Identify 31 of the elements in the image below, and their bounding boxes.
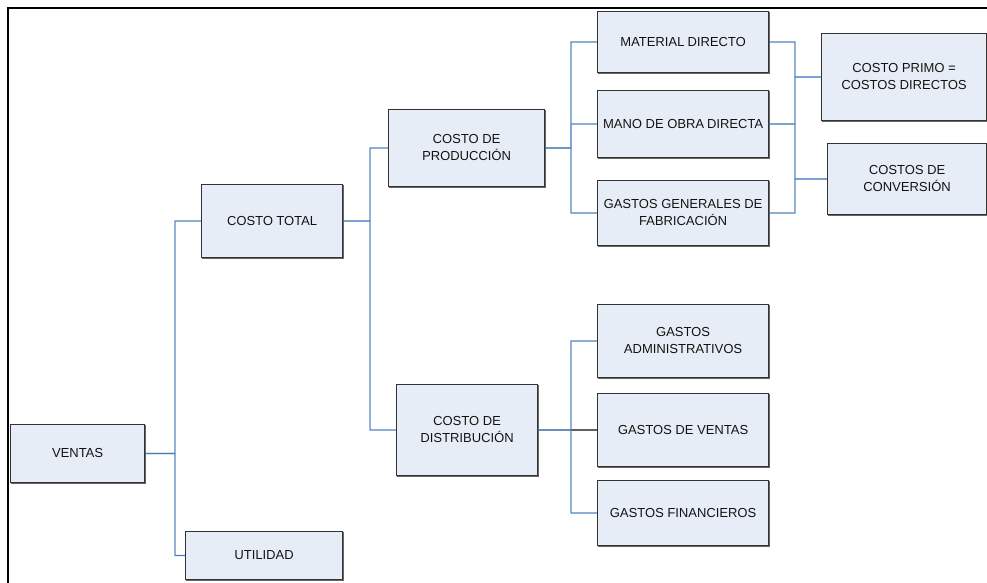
- cost-box: [10, 424, 145, 483]
- cost-box: [597, 90, 769, 158]
- box-label: GASTOS GENERALES DE FABRICACIÓN: [602, 196, 764, 230]
- box-label: COSTO DE DISTRIBUCIÓN: [419, 413, 515, 447]
- box-label: COSTO PRIMO = COSTOS DIRECTOS: [840, 60, 968, 94]
- connector-line: [769, 178, 827, 214]
- box-label: VENTAS: [52, 445, 104, 462]
- box-label: COSTOS DE CONVERSIÓN: [862, 162, 952, 196]
- connector-line: [538, 429, 597, 514]
- connector-line: [343, 220, 396, 431]
- cost-box: [396, 384, 538, 476]
- cost-box: [827, 143, 987, 215]
- box-label: GASTOS ADMINISTRATIVOS: [622, 324, 744, 358]
- cost-box: [821, 33, 987, 121]
- cost-box: [201, 184, 343, 258]
- box-label: GASTOS FINANCIEROS: [610, 504, 756, 522]
- connector-line: [545, 147, 597, 214]
- box-label: COSTO DE PRODUCCIÓN: [421, 131, 512, 165]
- connector-line: [145, 452, 185, 556]
- box-label: COSTO TOTAL: [226, 212, 318, 230]
- box-label: MATERIAL DIRECTO: [620, 34, 746, 50]
- box-label: MANO DE OBRA DIRECTA: [602, 116, 764, 132]
- cost-box: [597, 11, 769, 73]
- box-label: GASTOS DE VENTAS: [618, 422, 748, 438]
- cost-box: [597, 180, 769, 246]
- cost-box: [597, 393, 769, 467]
- box-label: UTILIDAD: [234, 547, 294, 564]
- cost-box: [597, 304, 769, 378]
- cost-box: [597, 480, 769, 546]
- cost-box: [388, 109, 545, 187]
- cost-box: [185, 531, 343, 580]
